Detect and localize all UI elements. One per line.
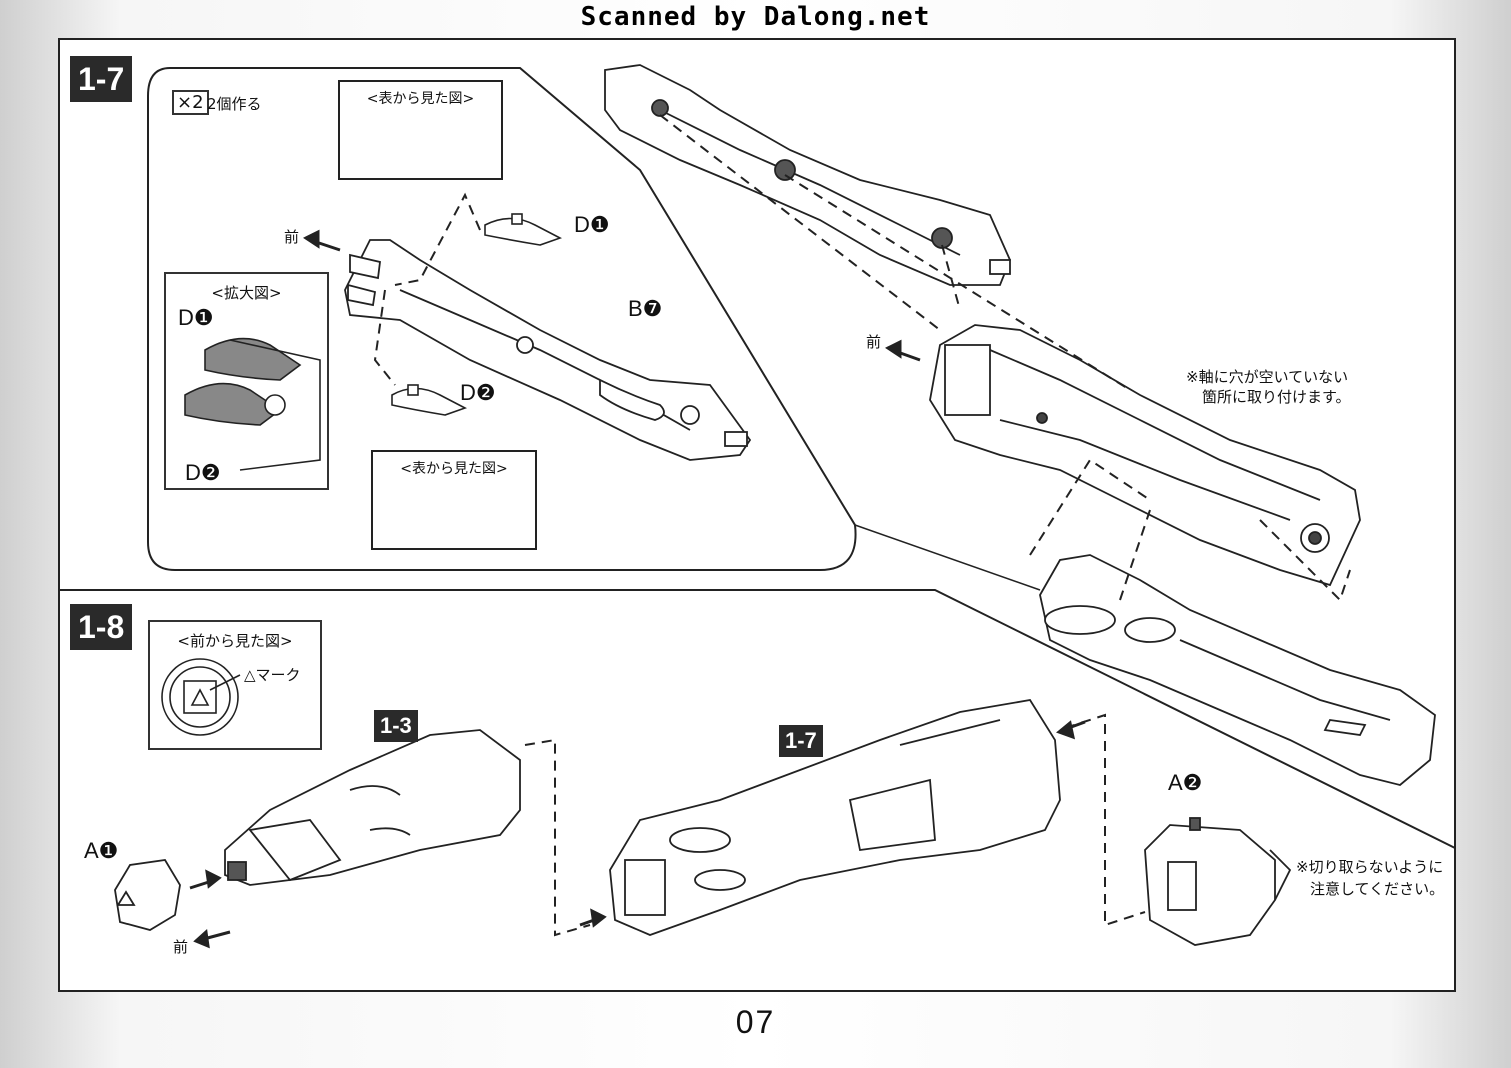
note-1-8-line-1: ※切り取らないように bbox=[1296, 858, 1444, 876]
front-marker-right: 前 bbox=[866, 333, 882, 351]
front-view-label-top: <表から見た図> bbox=[366, 91, 475, 107]
sub-step-1-7-badge: 1-7 bbox=[779, 725, 823, 757]
sub-step-1-3-badge: 1-3 bbox=[374, 710, 418, 742]
triangle-mark-label: △マーク bbox=[244, 666, 301, 684]
step-1-8-badge: 1-8 bbox=[70, 604, 133, 650]
part-a2-drawing bbox=[1144, 817, 1292, 946]
front-view-box-bottom: <表から見た図> bbox=[371, 450, 537, 550]
outer-shell-drawing bbox=[1039, 554, 1436, 786]
guide-lines-main bbox=[659, 114, 1351, 602]
callout-pointer bbox=[854, 524, 1041, 591]
zoom-view-label: <拡大図> bbox=[211, 284, 282, 302]
front-marker-left: 前 bbox=[284, 228, 300, 246]
multiplier-text: 2個作る bbox=[207, 95, 262, 113]
part-d1-label: D❶ bbox=[574, 212, 610, 237]
assembly-1-7-drawing bbox=[609, 699, 1061, 936]
front-view-box-1-8: <前から見た図> bbox=[148, 620, 322, 750]
frame-part-b7-drawing bbox=[344, 239, 752, 461]
guide-lines-step-1-8 bbox=[524, 713, 1146, 937]
assembly-1-3-drawing bbox=[224, 729, 521, 886]
zoom-part-d2-label: D❷ bbox=[185, 460, 221, 485]
part-a1-drawing bbox=[114, 859, 181, 931]
large-frame-drawing bbox=[604, 64, 1011, 286]
assembly-arrows-step-1-8 bbox=[189, 720, 1086, 928]
step-1-7-badge: 1-7 bbox=[70, 56, 133, 102]
note-1-7-line-1: ※軸に穴が空いていない bbox=[1186, 368, 1349, 386]
scan-credit: Scanned by Dalong.net bbox=[580, 2, 931, 32]
note-1-8-line-2: 注意してください。 bbox=[1310, 880, 1445, 898]
zoom-detail-drawing bbox=[184, 337, 321, 471]
step-divider-line bbox=[60, 589, 1456, 849]
part-a2-label: A❷ bbox=[1168, 770, 1203, 795]
zoom-part-d1-label: D❶ bbox=[178, 305, 214, 330]
multiplier-icon: ×2 bbox=[172, 90, 209, 115]
part-d2-label: D❷ bbox=[460, 380, 496, 405]
page-number: 07 bbox=[735, 1004, 776, 1040]
part-d-pieces bbox=[391, 213, 563, 416]
front-view-label-1-8: <前から見た図> bbox=[177, 632, 293, 650]
part-a1-label: A❶ bbox=[84, 838, 119, 863]
zoom-view-box: <拡大図> bbox=[164, 272, 329, 490]
guide-lines-callout bbox=[373, 192, 481, 386]
note-1-7-line-2: 箇所に取り付けます。 bbox=[1202, 388, 1351, 406]
front-view-label-bottom: <表から見た図> bbox=[400, 461, 508, 477]
front-view-box-top: <表から見た図> bbox=[338, 80, 503, 180]
front-marker-1-8: 前 bbox=[173, 938, 189, 956]
barrel-assembly-drawing bbox=[929, 324, 1361, 587]
front-view-mark-drawing bbox=[161, 658, 241, 736]
part-b7-label: B❼ bbox=[628, 296, 663, 321]
direction-arrows bbox=[193, 229, 921, 949]
